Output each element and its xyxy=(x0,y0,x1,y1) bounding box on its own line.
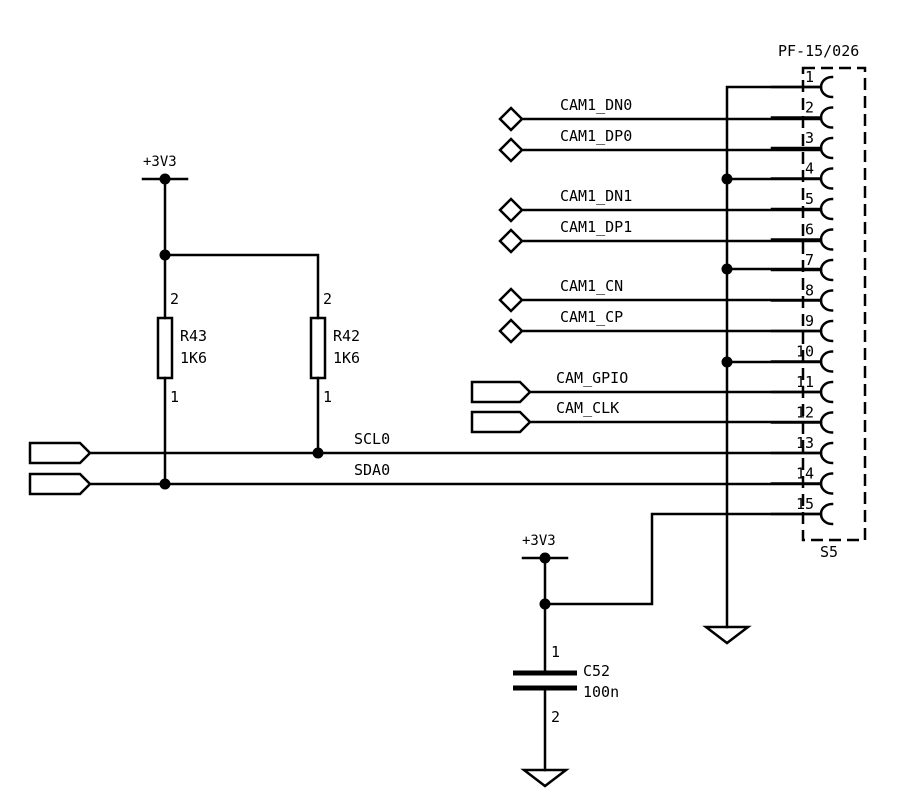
connector-pin-number: 11 xyxy=(796,373,814,391)
c52-pin-top: 1 xyxy=(551,643,560,661)
connector-pin-contact xyxy=(819,319,834,343)
net-wire-cam-clk xyxy=(470,410,822,434)
power-label-3v3-bottom: +3V3 xyxy=(522,533,556,549)
connector-pin-contact xyxy=(819,136,834,160)
r42-top-wire xyxy=(163,253,320,320)
connector-pin-number: 5 xyxy=(805,190,814,208)
connector-pin-contact xyxy=(819,289,834,312)
junction-dot xyxy=(721,173,733,185)
net-label-cam1-dp1: CAM1_DP1 xyxy=(560,218,632,236)
r43-value: 1K6 xyxy=(180,349,207,367)
connector-outline xyxy=(801,66,867,542)
connector-pin-contact xyxy=(819,258,834,282)
connector-pin-contact xyxy=(819,350,834,373)
connector-ground-net xyxy=(702,85,822,645)
pullup-network: +3V3 2 1 R43 1K6 2 1 R42 1K6 xyxy=(141,154,360,486)
c52-value: 100n xyxy=(583,683,619,701)
net-label-cam1-dn1: CAM1_DN1 xyxy=(560,187,632,205)
connector-pin-number: 2 xyxy=(805,99,814,117)
junction-dot xyxy=(539,598,551,610)
ground-symbol xyxy=(702,625,752,645)
capacitor-c52 xyxy=(513,670,577,691)
resistor-r42 xyxy=(309,316,327,380)
connector-ref-label: S5 xyxy=(820,543,838,561)
net-wire-cam1-cn xyxy=(498,287,822,313)
net-label-cam1-cn: CAM1_CN xyxy=(560,277,623,295)
junction-dot xyxy=(159,249,171,261)
net-wire-cam1-dp1 xyxy=(498,228,822,254)
connector-pin-contact xyxy=(819,472,834,495)
net-label-sda0: SDA0 xyxy=(354,461,390,479)
c52-ref: C52 xyxy=(583,662,610,680)
junction-dot xyxy=(721,356,733,368)
r42-pin-top: 2 xyxy=(323,290,332,308)
net-wire-cam-gpio xyxy=(470,380,822,404)
ground-symbol xyxy=(520,768,570,788)
net-label-scl0: SCL0 xyxy=(354,430,390,448)
connector-pin-contact xyxy=(819,228,834,251)
pin15-wire xyxy=(543,512,822,606)
r42-ref: R42 xyxy=(333,327,360,345)
net-wire-cam1-cp xyxy=(498,318,822,344)
r43-ref: R43 xyxy=(180,327,207,345)
connector-pin-number: 13 xyxy=(796,434,814,452)
camera-lane-nets: CAM1_DN0 CAM1_DP0 CAM1_DN1 CAM1_DP1 CAM1… xyxy=(498,96,822,344)
camera-control-nets: CAM_GPIO CAM_CLK xyxy=(470,369,822,434)
net-label-cam1-dn0: CAM1_DN0 xyxy=(560,96,632,114)
net-wire-cam1-dn0 xyxy=(498,106,822,132)
connector-pin-number: 6 xyxy=(805,221,814,239)
connector-part-label: PF-15/026 xyxy=(778,42,859,60)
connector-pin-number: 4 xyxy=(805,160,814,178)
decoupling-network: +3V3 1 2 C52 100n xyxy=(513,512,822,788)
r43-pin-top: 2 xyxy=(170,290,179,308)
r42-value: 1K6 xyxy=(333,349,360,367)
r42-pin-bottom: 1 xyxy=(323,388,332,406)
connector-pin-number: 8 xyxy=(805,282,814,300)
connector-pin-number: 10 xyxy=(796,343,814,361)
connector-pin-contact xyxy=(819,197,834,221)
resistor-r43 xyxy=(156,316,174,380)
connector-pin-contact xyxy=(819,441,834,465)
connector-pin-number: 12 xyxy=(796,404,814,422)
connector-pin-contact xyxy=(819,75,834,99)
ground-rail-wire xyxy=(725,85,822,629)
net-wire-scl0 xyxy=(28,441,822,465)
power-label-3v3-left: +3V3 xyxy=(143,154,177,170)
connector-pin-contact xyxy=(819,380,834,404)
net-label-cam1-dp0: CAM1_DP0 xyxy=(560,127,632,145)
connector-pin-contact xyxy=(819,106,834,129)
connector-pin-contact xyxy=(819,502,834,526)
connector-pin-number: 9 xyxy=(805,312,814,330)
net-wire-cam1-dn1 xyxy=(498,197,822,223)
connector-pin-number: 3 xyxy=(805,129,814,147)
connector-pin-number: 15 xyxy=(796,495,814,513)
connector-pin-contact xyxy=(819,411,834,434)
i2c-bus: SCL0 SDA0 xyxy=(28,430,822,496)
r43-pin-bottom: 1 xyxy=(170,388,179,406)
connector-pin-number: 1 xyxy=(805,68,814,86)
connector-pin-number: 7 xyxy=(805,251,814,269)
c52-pin-bottom: 2 xyxy=(551,708,560,726)
connector-pin-number: 14 xyxy=(796,465,814,483)
connector-pin-contact xyxy=(819,167,834,190)
net-label-cam-gpio: CAM_GPIO xyxy=(556,369,628,387)
net-wire-cam1-dp0 xyxy=(498,137,822,163)
net-wire-sda0 xyxy=(28,472,822,496)
net-label-cam1-cp: CAM1_CP xyxy=(560,308,623,326)
junction-dot xyxy=(721,263,733,275)
net-label-cam-clk: CAM_CLK xyxy=(556,399,619,417)
